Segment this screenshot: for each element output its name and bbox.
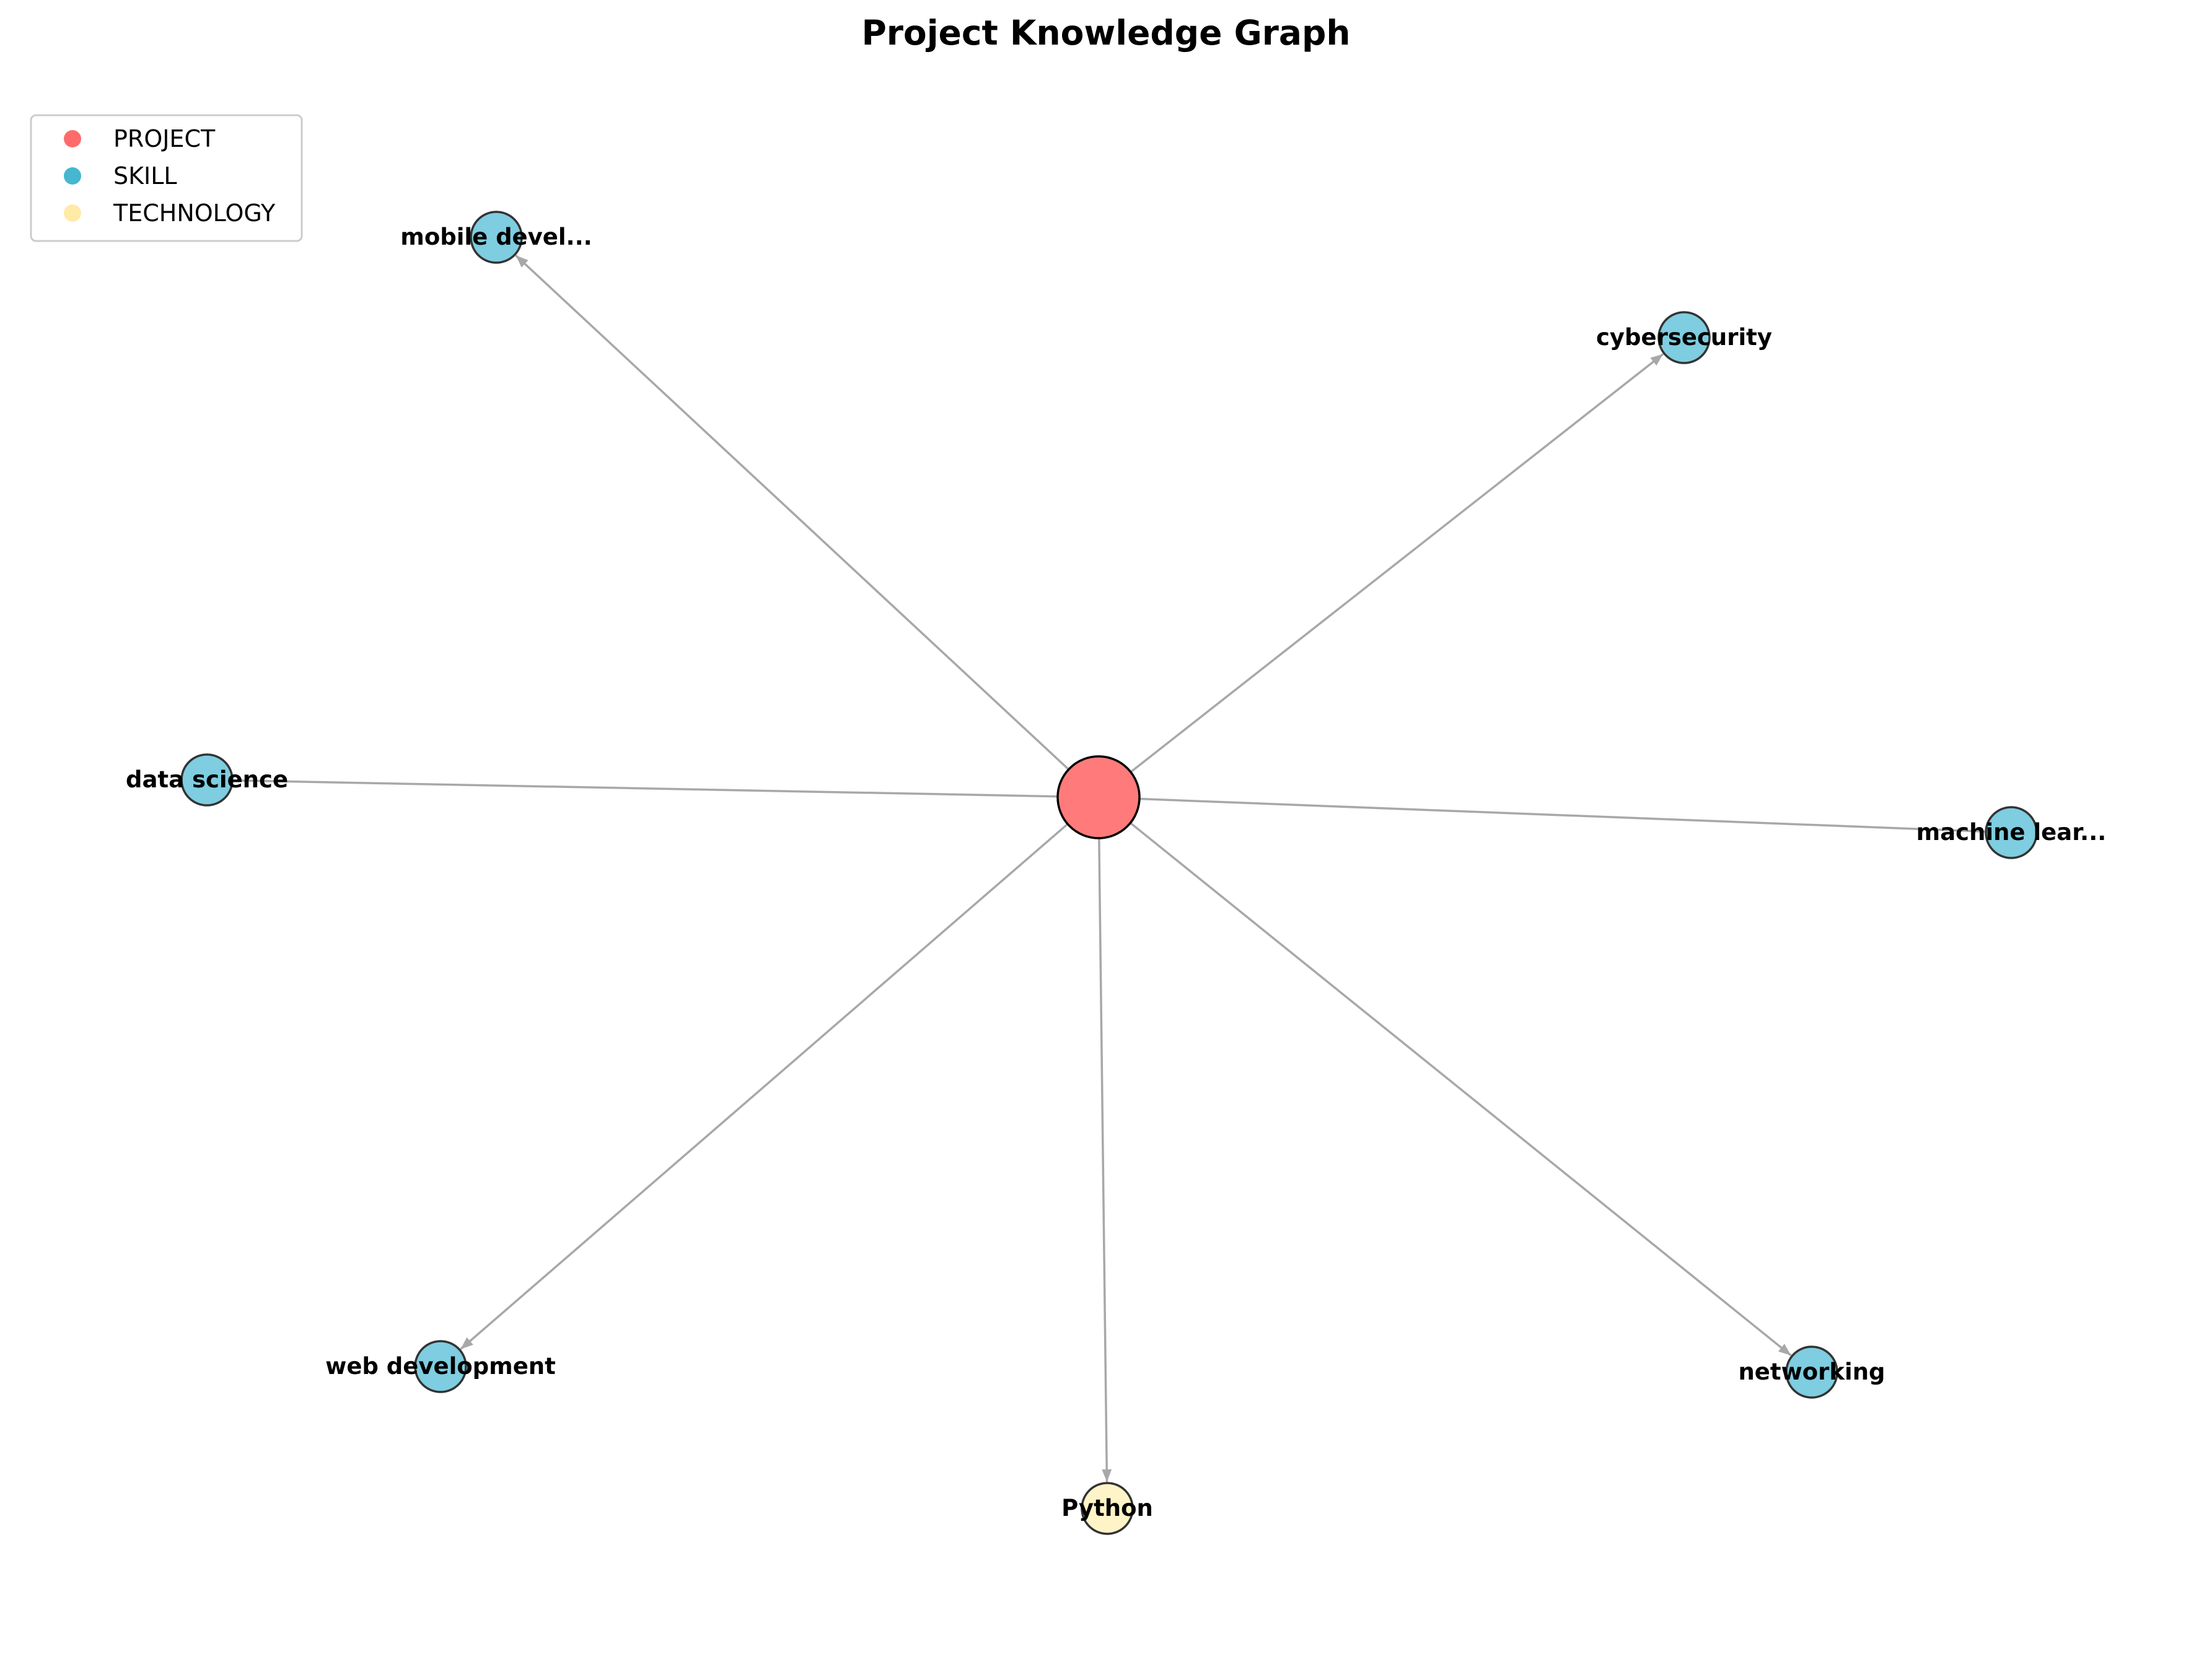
edge-project-mobile bbox=[515, 255, 1069, 771]
node-cyber[interactable] bbox=[1657, 311, 1711, 364]
node-datasci[interactable] bbox=[180, 753, 234, 807]
edge-project-python bbox=[1098, 838, 1108, 1482]
node-label-networking: networking bbox=[1738, 1359, 1885, 1385]
edge-project-webdev bbox=[460, 823, 1069, 1350]
node-project[interactable] bbox=[1056, 755, 1141, 839]
legend-marker-technology bbox=[64, 204, 81, 222]
arrowhead-webdev bbox=[460, 1337, 473, 1349]
node-label-webdev: web development bbox=[325, 1353, 556, 1380]
edge-project-datasci bbox=[233, 779, 1058, 798]
legend-label-skill: SKILL bbox=[113, 162, 177, 190]
arrowhead-mobile bbox=[516, 255, 529, 268]
arrowhead-cyber bbox=[1650, 354, 1664, 366]
legend-frame bbox=[30, 114, 303, 242]
node-label-ml: machine lear... bbox=[1916, 819, 2107, 846]
node-label-cyber: cybersecurity bbox=[1596, 324, 1772, 351]
chart-title: Project Knowledge Graph bbox=[861, 13, 1350, 53]
arrowhead-networking bbox=[1778, 1344, 1791, 1356]
node-label-mobile: mobile devel... bbox=[400, 224, 592, 250]
node-ml[interactable] bbox=[1985, 806, 2038, 859]
node-webdev[interactable] bbox=[414, 1340, 467, 1393]
legend-label-project: PROJECT bbox=[113, 125, 216, 152]
labels-layer: mobile devel... cybersecurity data science… bbox=[126, 224, 2106, 1521]
nodes-layer bbox=[180, 211, 2038, 1535]
node-mobile[interactable] bbox=[470, 211, 523, 264]
arrowhead-python bbox=[1102, 1469, 1112, 1482]
edge-project-ml bbox=[1139, 797, 1985, 833]
legend-items: PROJECT SKILL TECHNOLOGY bbox=[64, 125, 276, 227]
node-label-datasci: data science bbox=[126, 766, 288, 793]
edge-project-networking bbox=[1130, 822, 1792, 1357]
legend: PROJECT SKILL TECHNOLOGY bbox=[30, 114, 303, 242]
legend-marker-skill bbox=[64, 167, 81, 185]
node-python[interactable] bbox=[1081, 1482, 1134, 1535]
legend-label-technology: TECHNOLOGY bbox=[113, 199, 276, 227]
edges-layer bbox=[233, 255, 1985, 1482]
legend-marker-project bbox=[64, 130, 81, 147]
node-networking[interactable] bbox=[1785, 1346, 1838, 1399]
edge-project-cyber bbox=[1130, 353, 1664, 773]
node-label-python: Python bbox=[1061, 1495, 1153, 1521]
